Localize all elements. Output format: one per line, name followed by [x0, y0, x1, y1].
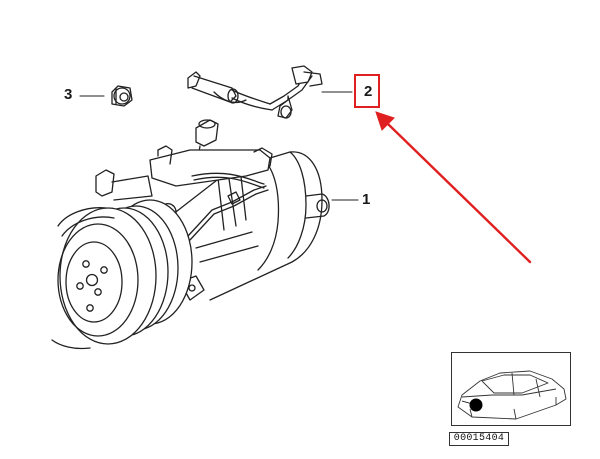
callout-part-3: 3	[64, 86, 73, 103]
pressure-line-drawing	[187, 172, 269, 241]
callout-part-2: 2	[364, 83, 373, 100]
callout-part-2-highlight-box: 2	[354, 74, 380, 108]
diagram-code: 00015404	[449, 432, 509, 446]
car-locator-thumbnail	[451, 352, 571, 426]
callout-part-1: 1	[362, 191, 371, 208]
pulley-drawing	[51, 199, 193, 350]
leader-lines	[79, 91, 359, 201]
fitting-plug-drawing	[111, 85, 133, 107]
red-arrow-pointer	[375, 111, 532, 264]
switch-wire-harness-drawing	[187, 65, 323, 119]
car-outline-icon	[457, 370, 567, 420]
ac-compressor-drawing	[51, 119, 330, 350]
